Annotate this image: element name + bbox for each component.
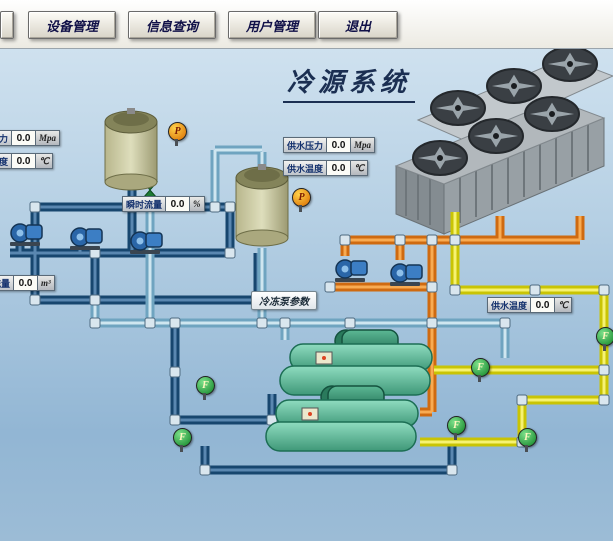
supply-pressure-label: 供水压力 0.0 Mpa: [283, 137, 376, 153]
chilled-return-pipes: [90, 145, 510, 358]
sensor-letter: F: [202, 379, 209, 391]
label-unit: %: [190, 196, 205, 212]
cooling-water-pump-1: [335, 259, 368, 282]
label-name: 瞬时流量: [122, 196, 167, 212]
cooling-tower-bank: [394, 46, 613, 235]
label-unit: Mpa: [36, 130, 61, 146]
label-value: 0.0: [327, 137, 352, 153]
label-name: 温度: [0, 153, 13, 169]
label-unit: ℃: [351, 160, 369, 176]
label-value: 0.0: [327, 160, 352, 176]
label-unit: Mpa: [351, 137, 376, 153]
tower-fan: [468, 118, 524, 154]
label-name: 供水温度: [283, 160, 328, 176]
flow-sensor-icon: F: [518, 428, 537, 452]
chiller-2: [265, 385, 419, 452]
label-value: 0.0: [531, 297, 556, 313]
label-value: 0.0: [166, 196, 191, 212]
buffer-tank-2: [235, 164, 289, 247]
pressure-sensor-icon: P: [168, 122, 187, 146]
chilled-water-pump-3: [130, 231, 163, 254]
instant-flow-label: 瞬时流量 0.0 %: [122, 196, 205, 212]
buffer-tank-1: [104, 108, 158, 191]
toolbar-button-exit[interactable]: 退出: [318, 11, 398, 39]
label-name: 压力: [0, 130, 13, 146]
sensor-letter: F: [524, 431, 531, 443]
chilled-water-pump-1: [10, 223, 43, 246]
tower-fan: [430, 90, 486, 126]
flow-sensor-icon: F: [471, 358, 490, 382]
label-name: 供水压力: [283, 137, 328, 153]
temp-left-label: 温度 0.0 ℃: [0, 153, 54, 169]
toolbar-button-info-query[interactable]: 信息查询: [128, 11, 216, 39]
pressure-left-label: 压力 0.0 Mpa: [0, 130, 61, 146]
tower-fan: [524, 96, 580, 132]
cooling-water-pump-2: [390, 263, 423, 286]
toolbar-button-partial[interactable]: [0, 11, 14, 39]
label-name: 供水温度: [487, 297, 532, 313]
sensor-letter: P: [174, 125, 181, 137]
tower-fan: [412, 140, 468, 176]
pipe-joints: [29, 201, 610, 476]
sensor-letter: F: [453, 419, 460, 431]
sensor-letter: F: [179, 431, 186, 443]
label-name: 流量: [0, 275, 15, 291]
flow-sensor-icon: F: [596, 327, 613, 351]
toolbar: 设备管理 信息查询 用户管理 退出: [0, 0, 613, 49]
toolbar-button-user-mgmt[interactable]: 用户管理: [228, 11, 316, 39]
flow-sensor-icon: F: [196, 376, 215, 400]
supply-temp-right-label: 供水温度 0.0 ℃: [487, 297, 573, 313]
page-title: 冷源系统: [283, 62, 416, 103]
toolbar-button-device-mgmt[interactable]: 设备管理: [28, 11, 116, 39]
flow-sensor-icon: F: [447, 416, 466, 440]
chiller-pump-params-button[interactable]: 冷冻泵参数: [251, 291, 317, 310]
flow-sensor-icon: F: [173, 428, 192, 452]
pressure-sensor-icon: P: [292, 188, 311, 212]
supply-temp-label: 供水温度 0.0 ℃: [283, 160, 369, 176]
label-value: 0.0: [12, 153, 37, 169]
label-unit: ℃: [555, 297, 573, 313]
sensor-letter: P: [298, 191, 305, 203]
chiller-1: [279, 329, 433, 396]
label-value: 0.0: [14, 275, 39, 291]
label-unit: m³: [38, 275, 55, 291]
tower-fan: [542, 46, 598, 82]
label-unit: ℃: [36, 153, 54, 169]
sensor-letter: F: [477, 361, 484, 373]
sensor-letter: F: [602, 330, 609, 342]
chilled-water-pump-2: [70, 227, 103, 250]
total-flow-label: 流量 0.0 m³: [0, 275, 55, 291]
tower-fan: [486, 68, 542, 104]
label-value: 0.0: [12, 130, 37, 146]
